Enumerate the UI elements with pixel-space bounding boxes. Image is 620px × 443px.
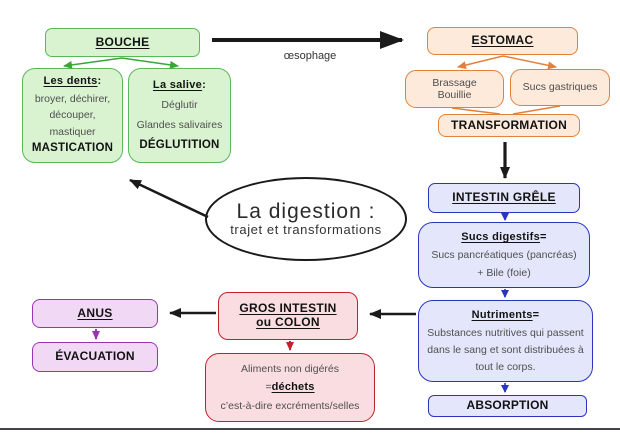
deglutition-keyword: DÉGLUTITION [139,138,220,151]
node-absorption: ABSORPTION [428,395,587,417]
evacuation-keyword: ÉVACUATION [55,349,135,364]
node-gros-intestin: GROS INTESTIN ou COLON [218,292,358,340]
arrow-bouche-to-salive [121,57,179,69]
les-dents-line: broyer, déchirer, [34,92,111,105]
anus-title: ANUS [77,305,113,320]
node-la-salive: La salive : Déglutir Glandes salivaires … [128,68,231,163]
node-les-dents: Les dents : broyer, déchirer, découper, … [22,68,123,163]
brassage-line: Brassage [432,76,477,89]
gros-intestin-title-line2: ou COLON [256,315,320,329]
arrow-estomac-to-sucs-gastriques [502,55,557,70]
page-bottom-edge [0,428,620,430]
sucs-digestifs-line: + Bile (foie) [477,266,531,279]
central-topic-ellipse: La digestion : trajet et transformations [205,177,407,261]
diagram-title: La digestion : [236,200,376,224]
nutriments-line: Substances nutritives qui passent [427,326,584,339]
estomac-title: ESTOMAC [471,33,534,48]
la-salive-heading: La salive : [152,78,207,91]
node-transformation: TRANSFORMATION [438,114,580,137]
dechets-keyword: déchets [271,381,315,394]
node-brassage-bouillie: Brassage Bouillie [405,70,504,108]
bouche-title: BOUCHE [95,34,150,49]
dechets-line3: c’est-à-dire excréments/selles [220,399,360,412]
la-salive-line: Déglutir [161,99,198,112]
node-nutriments: Nutriments = Substances nutritives qui p… [418,300,593,382]
line-sucs-gastriques-to-transformation [512,105,561,115]
nutriments-line: dans le sang et sont distribuées à [427,343,584,356]
intestin-grele-title: INTESTIN GRÊLE [452,190,556,205]
arrow-ellipse-to-bouche-group [129,178,209,219]
nutriments-heading: Nutriments = [471,309,540,322]
la-salive-line: Glandes salivaires [136,119,223,132]
node-bouche: BOUCHE [45,28,200,57]
absorption-keyword: ABSORPTION [466,398,549,413]
node-estomac: ESTOMAC [427,27,578,55]
node-dechets: Aliments non digérés = déchets c’est-à-d… [205,353,375,422]
les-dents-line: mastiquer [49,125,96,138]
node-sucs-digestifs: Sucs digestifs = Sucs pancréatiques (pan… [418,222,590,288]
transformation-keyword: TRANSFORMATION [451,117,567,132]
sucs-digestifs-line: Sucs pancréatiques (pancréas) [431,249,577,262]
mastication-keyword: MASTICATION [31,142,114,155]
diagram-subtitle: trajet et transformations [230,222,382,238]
nutriments-line: tout le corps. [475,360,536,373]
arrow-estomac-to-brassage [457,55,504,69]
node-intestin-grele: INTESTIN GRÊLE [428,183,580,213]
les-dents-heading: Les dents : [43,75,102,88]
oesophage-label: œsophage [283,50,337,62]
dechets-keyword-line: = déchets [265,381,315,394]
node-anus: ANUS [32,299,158,328]
node-evacuation: ÉVACUATION [32,342,158,372]
arrow-bouche-to-dents [63,57,123,69]
sucs-digestifs-heading: Sucs digestifs = [461,231,547,244]
node-sucs-gastriques: Sucs gastriques [510,69,610,106]
sucs-gastriques-label: Sucs gastriques [522,81,598,94]
les-dents-line: découper, [49,109,96,122]
gros-intestin-title-line1: GROS INTESTIN [239,301,337,316]
dechets-line1: Aliments non digérés [240,363,340,376]
bouillie-line: Bouillie [437,89,472,101]
